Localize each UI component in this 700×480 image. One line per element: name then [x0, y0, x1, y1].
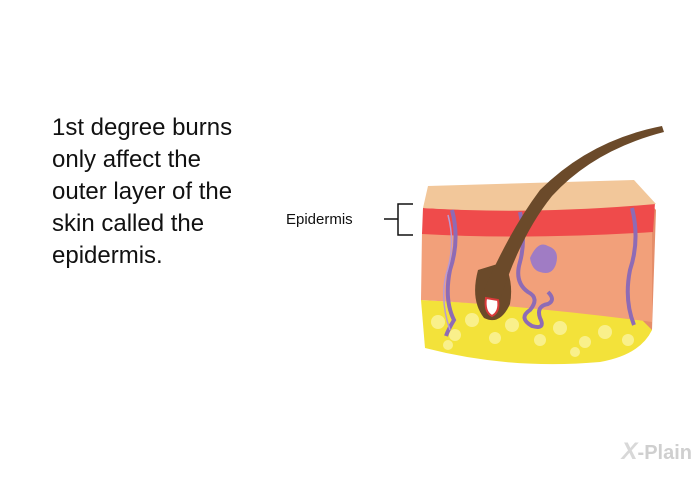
epidermis-red-layer — [422, 203, 655, 237]
hair-shaft — [484, 126, 664, 300]
brand-mark: X — [621, 438, 638, 465]
hair-bulb — [484, 296, 500, 318]
blood-vessel-right — [625, 207, 638, 326]
fat-cells — [431, 313, 634, 357]
brand-name: -Plain — [637, 442, 692, 464]
oil-gland — [530, 244, 557, 273]
epidermis-label: Epidermis — [286, 211, 353, 228]
sweat-gland — [516, 211, 554, 329]
fat-layer — [421, 300, 652, 365]
epidermis-bracket — [384, 203, 413, 236]
caption-text: 1st degree burns only affect the outer l… — [52, 114, 233, 269]
brand-logo: X-Plain — [622, 438, 692, 466]
